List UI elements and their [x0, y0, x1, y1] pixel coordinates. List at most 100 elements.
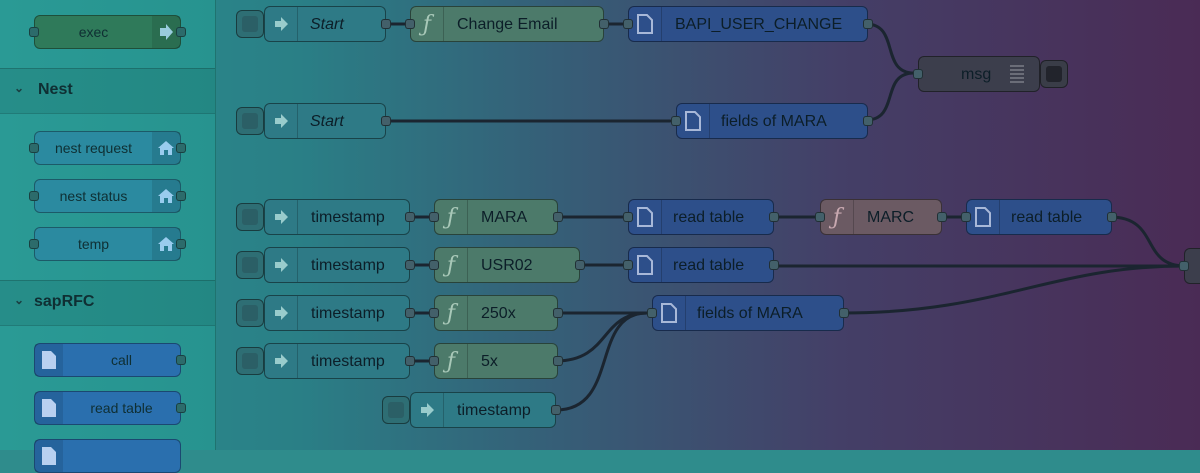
wire	[841, 264, 1187, 315]
palette-node-exec[interactable]: exec	[29, 15, 186, 49]
inject-button[interactable]	[236, 299, 264, 327]
inject-button[interactable]	[236, 107, 264, 135]
node-label: 250x	[481, 305, 516, 322]
function-node-change-email[interactable]: ƒ Change Email	[405, 6, 609, 42]
palette-node-label: temp	[77, 236, 110, 252]
input-port[interactable]	[671, 116, 681, 126]
output-port[interactable]	[381, 116, 391, 126]
inject-node-start[interactable]: Start	[264, 103, 391, 139]
file-icon	[629, 248, 662, 282]
input-port[interactable]	[429, 260, 439, 270]
arrow-icon	[265, 344, 298, 378]
output-port	[176, 403, 186, 413]
function-node-marc[interactable]: ƒ MARC	[815, 199, 947, 235]
wire	[554, 311, 649, 363]
input-port[interactable]	[961, 212, 971, 222]
inject-node-timestamp[interactable]: timestamp	[264, 343, 415, 379]
node-label: fields of MARA	[697, 305, 803, 322]
output-port[interactable]	[405, 308, 415, 318]
function-node-mara[interactable]: ƒ MARA	[429, 199, 563, 235]
output-port[interactable]	[769, 260, 779, 270]
home-icon	[152, 132, 180, 164]
arrow-icon	[265, 296, 298, 330]
function-node-5x[interactable]: ƒ 5x	[429, 343, 563, 379]
output-port[interactable]	[599, 19, 609, 29]
palette-node-label: read table	[90, 400, 153, 416]
input-port[interactable]	[913, 69, 923, 79]
inject-node-timestamp[interactable]: timestamp	[264, 295, 415, 331]
debug-node-partial[interactable]	[1179, 248, 1200, 284]
function-icon: ƒ	[411, 7, 444, 41]
input-port[interactable]	[1179, 261, 1189, 271]
palette-node-call[interactable]: call	[34, 343, 186, 377]
inject-button[interactable]	[236, 203, 264, 231]
input-port[interactable]	[623, 19, 633, 29]
input-port[interactable]	[623, 260, 633, 270]
inject-button[interactable]	[382, 396, 410, 424]
output-port[interactable]	[863, 19, 873, 29]
sap-node-read-table[interactable]: read table	[961, 199, 1117, 235]
node-label: read table	[673, 209, 745, 226]
palette-node-read-table[interactable]: read table	[34, 391, 186, 425]
node-label: USR02	[481, 257, 533, 274]
palette-node-nest-request[interactable]: nest request	[29, 131, 186, 165]
input-port	[29, 143, 39, 153]
debug-node-msg[interactable]: msg	[913, 56, 1040, 92]
output-port[interactable]	[553, 212, 563, 222]
inject-node-start[interactable]: Start	[264, 6, 391, 42]
function-node-usr02[interactable]: ƒ USR02	[429, 247, 585, 283]
palette-node-partial[interactable]	[34, 439, 181, 473]
output-port[interactable]	[405, 212, 415, 222]
sap-node-fields-of-mara[interactable]: fields of MARA	[671, 103, 873, 139]
inject-node-timestamp[interactable]: timestamp	[264, 247, 415, 283]
output-port[interactable]	[863, 116, 873, 126]
input-port[interactable]	[405, 19, 415, 29]
sap-node-read-table[interactable]: read table	[623, 247, 779, 283]
arrow-icon	[265, 7, 298, 41]
output-port[interactable]	[839, 308, 849, 318]
node-label: timestamp	[457, 402, 531, 419]
wire	[864, 71, 916, 122]
file-icon	[967, 200, 1000, 234]
input-port[interactable]	[647, 308, 657, 318]
input-port[interactable]	[429, 356, 439, 366]
output-port[interactable]	[553, 308, 563, 318]
palette-node-label: call	[110, 352, 132, 368]
output-port[interactable]	[937, 212, 947, 222]
output-port[interactable]	[1107, 212, 1117, 222]
palette-node-temp[interactable]: temp	[29, 227, 186, 261]
output-port[interactable]	[553, 356, 563, 366]
sap-node-read-table[interactable]: read table	[623, 199, 779, 235]
output-port[interactable]	[405, 260, 415, 270]
inject-button[interactable]	[236, 251, 264, 279]
inject-node-timestamp[interactable]: timestamp	[264, 199, 415, 235]
input-port[interactable]	[623, 212, 633, 222]
output-port[interactable]	[551, 405, 561, 415]
category-label: Nest	[38, 81, 73, 98]
wire	[1108, 215, 1187, 268]
arrow-icon	[265, 200, 298, 234]
palette-node-nest-status[interactable]: nest status	[29, 179, 186, 213]
palette-node-label: exec	[78, 24, 109, 40]
debug-toggle-button[interactable]	[1040, 60, 1068, 88]
input-port[interactable]	[815, 212, 825, 222]
input-port[interactable]	[429, 308, 439, 318]
inject-button[interactable]	[236, 347, 264, 375]
node-label: Start	[310, 16, 344, 33]
chevron-down-icon: ⌄	[14, 81, 25, 95]
output-port[interactable]	[769, 212, 779, 222]
category-header-saprfc[interactable]: ⌄ sapRFC	[0, 280, 215, 326]
function-node-250x[interactable]: ƒ 250x	[429, 295, 563, 331]
palette-node-label: nest status	[59, 188, 128, 204]
file-icon	[35, 344, 63, 376]
sap-node-bapi[interactable]: BAPI_USER_CHANGE	[623, 6, 873, 42]
output-port[interactable]	[381, 19, 391, 29]
inject-button[interactable]	[236, 10, 264, 38]
node-label: 5x	[481, 353, 498, 370]
input-port[interactable]	[429, 212, 439, 222]
category-header-nest[interactable]: ⌄ Nest	[0, 68, 215, 114]
output-port[interactable]	[575, 260, 585, 270]
output-port[interactable]	[405, 356, 415, 366]
inject-node-timestamp[interactable]: timestamp	[410, 392, 561, 428]
sap-node-fields-of-mara[interactable]: fields of MARA	[647, 295, 849, 331]
